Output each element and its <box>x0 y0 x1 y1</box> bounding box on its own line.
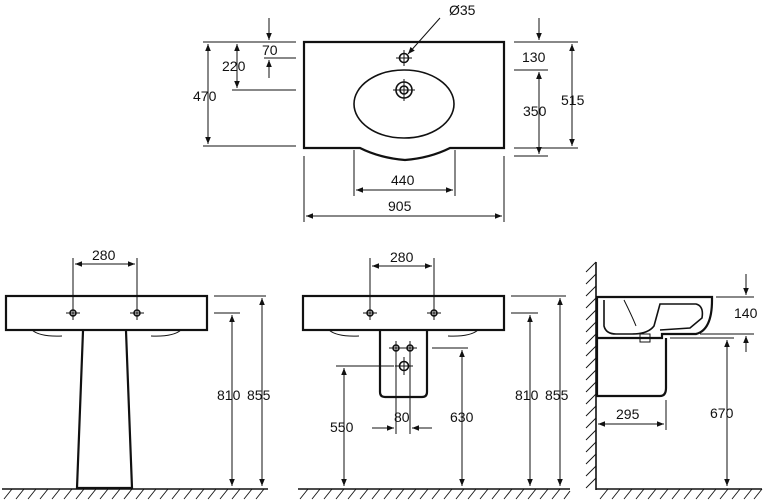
basin-front-2 <box>301 294 506 332</box>
hole-diameter-label: Ø35 <box>449 2 476 18</box>
pedestal-column <box>75 330 134 490</box>
bowl-outline <box>353 69 455 139</box>
side-view: 140 295 670 <box>585 261 763 500</box>
front-view-semi-pedestal: 280 550 80 630 810 855 <box>298 249 571 500</box>
dim-295: 295 <box>616 406 640 422</box>
dim-855-left: 855 <box>247 387 271 403</box>
dim-905: 905 <box>388 198 412 214</box>
dim-515: 515 <box>561 92 585 108</box>
dim-630: 630 <box>450 409 474 425</box>
dim-130: 130 <box>522 49 546 65</box>
dim-140: 140 <box>734 305 758 321</box>
semi-pedestal <box>378 331 429 399</box>
dim-440: 440 <box>391 172 415 188</box>
dim-280-mid: 280 <box>390 249 414 265</box>
dim-220: 220 <box>222 58 246 74</box>
dim-810-left: 810 <box>217 387 241 403</box>
basin-front <box>4 294 209 332</box>
dim-280-left: 280 <box>92 247 116 263</box>
semi-pedestal-side <box>595 338 668 398</box>
dim-670: 670 <box>710 405 734 421</box>
dim-550: 550 <box>330 419 354 435</box>
dim-350: 350 <box>523 103 547 119</box>
bowl-inner-profile <box>603 300 704 335</box>
dim-80: 80 <box>394 409 410 425</box>
basin-side-outline <box>595 295 714 340</box>
front-view-pedestal: 280 810 855 <box>2 247 271 500</box>
dim-470: 470 <box>193 88 217 104</box>
dim-810-mid: 810 <box>515 387 539 403</box>
dim-70: 70 <box>262 42 278 58</box>
dim-855-mid: 855 <box>545 387 569 403</box>
top-view: Ø35 470 220 70 130 350 515 440 905 <box>193 2 585 222</box>
basin-top-outline <box>302 40 506 162</box>
